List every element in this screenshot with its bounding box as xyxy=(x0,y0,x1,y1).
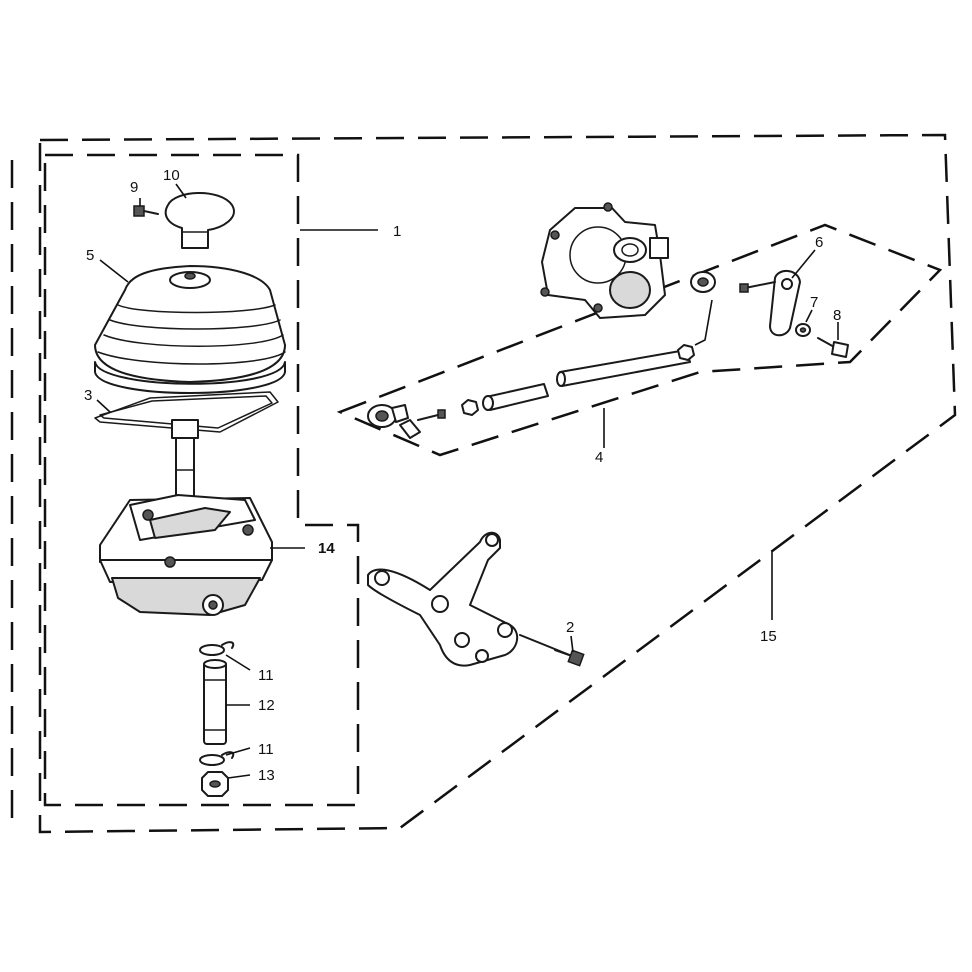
leader-lines xyxy=(96,183,839,779)
linkage-connector xyxy=(694,299,713,346)
ball-joint-end xyxy=(367,404,409,428)
callout-15: 15 xyxy=(760,628,777,645)
shifter-housing xyxy=(99,494,273,616)
assembly-15-boundary xyxy=(10,133,957,834)
gasket xyxy=(94,391,279,433)
callout-7: 7 xyxy=(810,294,818,311)
linkage-nut-right xyxy=(677,344,695,361)
callout-4: 4 xyxy=(595,449,603,466)
retaining-clip-lower xyxy=(199,751,235,766)
hex-nut xyxy=(201,771,229,797)
callout-10: 10 xyxy=(163,167,180,184)
callout-14: 14 xyxy=(318,540,335,557)
callout-12: 12 xyxy=(258,697,275,714)
shift-knob xyxy=(164,192,235,249)
mounting-bracket xyxy=(367,531,519,667)
assembly-4-boundary xyxy=(336,223,943,457)
callout-5: 5 xyxy=(86,247,94,264)
callout-1: 1 xyxy=(393,223,401,240)
sleeve-tube xyxy=(203,659,227,745)
callout-2: 2 xyxy=(566,619,574,636)
rubber-boot xyxy=(94,265,286,394)
callout-6: 6 xyxy=(815,234,823,251)
callout-8: 8 xyxy=(833,307,841,324)
ball-joint-stud xyxy=(399,409,446,439)
linkage-bearing xyxy=(690,271,716,293)
transmission-housing xyxy=(540,202,669,319)
callout-9: 9 xyxy=(130,179,138,196)
assembly-1-boundary xyxy=(43,153,360,807)
linkage-nut-left xyxy=(461,399,479,416)
knob-screw xyxy=(133,205,159,217)
callout-labels: 1 2 3 4 5 6 7 8 9 10 11 12 11 13 14 15 xyxy=(84,167,841,784)
linkage-rod-short xyxy=(482,383,549,411)
shift-lever-arm xyxy=(739,270,801,337)
bracket-bolt xyxy=(519,634,585,667)
retaining-clip-upper xyxy=(199,641,235,656)
callout-13: 13 xyxy=(258,767,275,784)
linkage-rod-long xyxy=(556,349,691,387)
lever-bolt xyxy=(817,337,849,358)
callout-11-upper: 11 xyxy=(258,667,274,684)
callout-3: 3 xyxy=(84,387,92,404)
callout-11-lower: 11 xyxy=(258,741,274,758)
flat-washer xyxy=(795,323,811,337)
